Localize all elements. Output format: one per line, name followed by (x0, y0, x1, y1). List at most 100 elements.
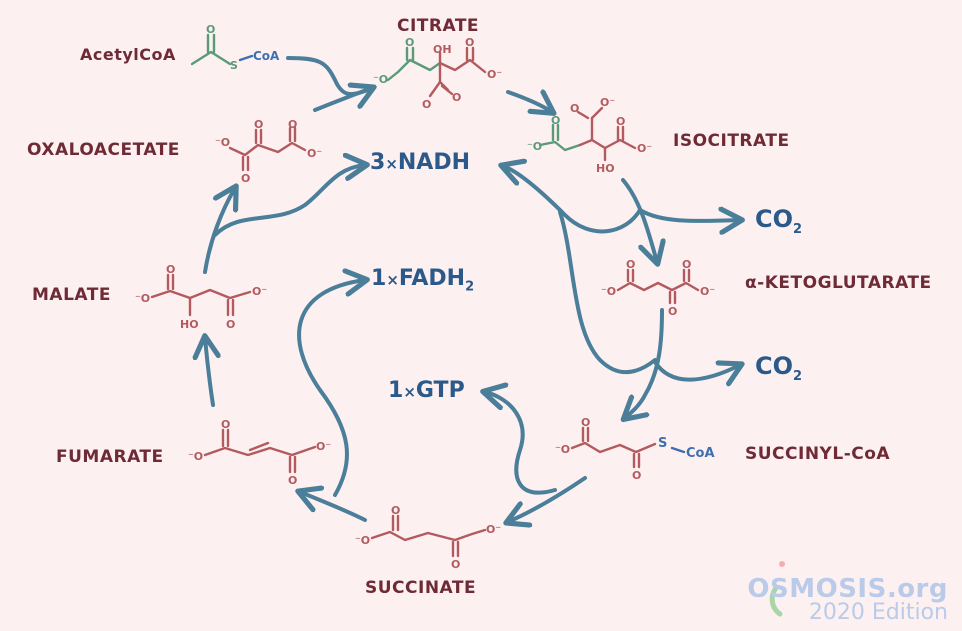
acetylcoa-coa: CoA (253, 49, 280, 63)
co2-2-subscript: 2 (793, 368, 803, 384)
watermark-edition: 2020 Edition (808, 600, 948, 625)
succinylcoa-sulfur: S (658, 436, 667, 451)
akg-o2: O (626, 258, 635, 271)
oxaloacetate-o4: O (288, 118, 297, 131)
isocitrate-o4: O⁻ (600, 96, 615, 109)
isocitrate-o2: O (551, 114, 560, 127)
gtp-times: × (403, 383, 416, 401)
watermark-brand: OSMOSIS.org (747, 574, 948, 604)
succinylcoa-o3: O (632, 469, 641, 482)
arrow-to-co2-1 (638, 210, 740, 221)
co2-2-name: CO (755, 352, 794, 380)
nadh-count: 3 (370, 150, 386, 175)
succinylcoa-o2: O (581, 416, 590, 429)
acetylcoa-oxygen: O (206, 23, 215, 36)
fadh2-name: FADH (398, 266, 466, 291)
fumarate-o1: ⁻O (188, 450, 203, 463)
akg-o1: ⁻O (601, 285, 616, 298)
malate-oh: HO (180, 318, 199, 331)
osmosis-logo-icon (769, 561, 785, 617)
isocitrate-o6: O⁻ (637, 142, 652, 155)
malate-structure (150, 273, 252, 317)
isocitrate-label: ISOCITRATE (673, 131, 790, 151)
succinate-o3: O (451, 558, 460, 571)
akg-o5: O⁻ (700, 285, 715, 298)
arrow-isocitrate-to-akg (621, 178, 657, 262)
citrate-o5: O (452, 91, 461, 104)
akg-o4: O (682, 258, 691, 271)
malate-o1: ⁻O (135, 292, 150, 305)
acetylcoa-structure (190, 33, 232, 66)
alpha-ketoglutarate-structure (616, 268, 700, 305)
co2-1-name: CO (755, 205, 794, 233)
malate-o2: O (166, 263, 175, 276)
acetylcoa-label: AcetylCoA (80, 45, 176, 64)
succinyl-coa-label: SUCCINYL-CoA (745, 444, 891, 464)
citrate-o6: O (422, 98, 431, 111)
arrow-to-fadh2 (297, 280, 365, 497)
arrow-akg-to-succinylcoa (625, 308, 664, 418)
fumarate-o4: O⁻ (316, 440, 331, 453)
citrate-o4: O⁻ (487, 68, 502, 81)
citrate-o3: O (465, 36, 474, 49)
gtp-count: 1 (388, 378, 404, 403)
fumarate-o3: O (288, 474, 297, 487)
nadh-name: NADH (397, 150, 471, 175)
arrow-nadh-branch-down (558, 210, 657, 375)
succinate-structure (370, 514, 487, 558)
citrate-oh: OH (433, 43, 452, 56)
nadh-times: × (385, 155, 398, 173)
malate-label: MALATE (32, 285, 111, 305)
arrow-to-nadh-from-malate (213, 165, 365, 237)
co2-1-subscript: 2 (793, 221, 803, 237)
fumarate-structure (203, 428, 317, 474)
arrow-to-nadh-from-isocitrate (503, 166, 642, 234)
citrate-label: CITRATE (397, 16, 480, 36)
succinate-o4: O⁻ (486, 523, 501, 536)
fadh2-times: × (386, 271, 399, 289)
acetylcoa-sulfur: S (230, 59, 238, 72)
watermark: OSMOSIS.org 2020 Edition (747, 574, 948, 625)
succinyl-coa-structure (570, 426, 657, 469)
akg-o3: O (668, 305, 677, 318)
fumarate-o2: O (221, 418, 230, 431)
fumarate-label: FUMARATE (56, 447, 164, 467)
succinate-o2: O (391, 504, 400, 517)
malate-o3: O (226, 318, 235, 331)
nadh-product: 3×NADH (370, 150, 470, 175)
arrow-succinate-to-fumarate (300, 492, 367, 522)
oxaloacetate-o3: O (254, 118, 263, 131)
arrow-fumarate-to-malate (205, 338, 213, 407)
arrow-citrate-to-isocitrate (506, 92, 552, 112)
gtp-name: GTP (415, 378, 465, 403)
oxaloacetate-o1: ⁻O (215, 136, 230, 149)
oxaloacetate-o5: O⁻ (307, 147, 322, 160)
arrow-malate-to-oxaloacetate (203, 188, 235, 274)
oxaloacetate-structure (228, 126, 307, 172)
succinate-label: SUCCINATE (365, 578, 477, 598)
fadh2-product: 1×FADH2 (371, 266, 474, 294)
alpha-ketoglutarate-label: α-KETOGLUTARATE (745, 273, 932, 293)
fadh2-count: 1 (371, 266, 387, 291)
succinylcoa-o1: ⁻O (555, 443, 570, 456)
succinate-o1: ⁻O (355, 534, 370, 547)
co2-product-1: CO2 (755, 205, 802, 237)
arrow-oxaloacetate-to-citrate (313, 86, 374, 112)
isocitrate-o3: O (570, 102, 579, 115)
co2-product-2: CO2 (755, 352, 802, 384)
fadh2-subscript: 2 (465, 279, 475, 295)
isocitrate-structure (538, 106, 637, 162)
oxaloacetate-label: OXALOACETATE (27, 140, 180, 160)
citrate-o2: O (405, 36, 414, 49)
isocitrate-oh: HO (596, 162, 615, 175)
oxaloacetate-o2: O (241, 172, 250, 185)
succinylcoa-coa: CoA (686, 446, 715, 461)
arrow-acetylcoa-to-citrate (286, 56, 372, 94)
arrow-to-gtp (485, 392, 557, 495)
malate-o4: O⁻ (252, 285, 267, 298)
citrate-structure (386, 46, 487, 98)
gtp-product: 1×GTP (388, 378, 465, 403)
isocitrate-o5: O (616, 115, 625, 128)
arrow-succinylcoa-to-succinate (508, 476, 587, 522)
